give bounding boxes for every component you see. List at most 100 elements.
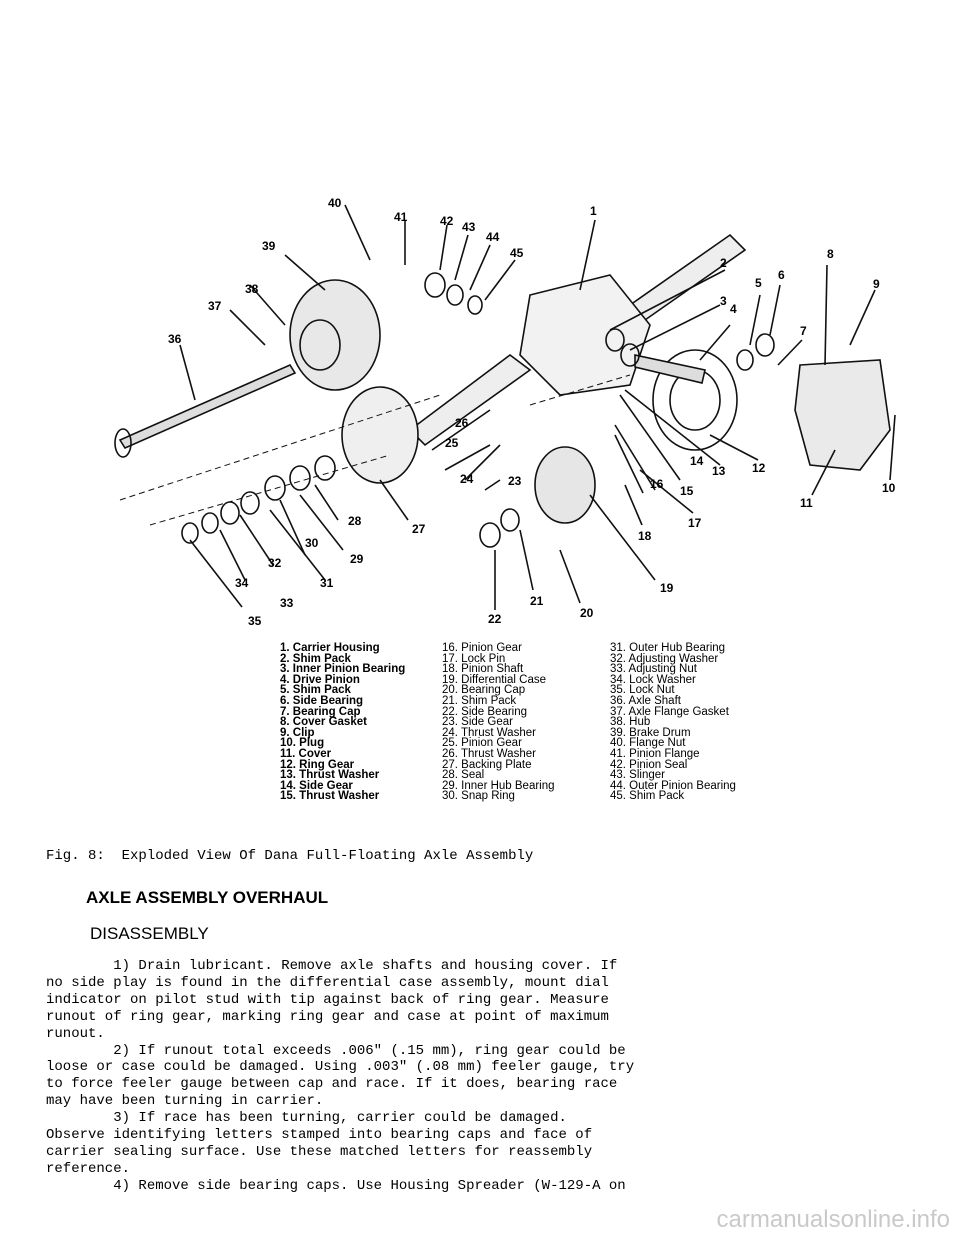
legend-item: 3. Inner Pinion Bearing (280, 663, 406, 676)
legend-item: 18. Pinion Shaft (442, 663, 524, 676)
callout-22: 22 (488, 612, 502, 626)
callout-30: 30 (305, 536, 319, 550)
callout-7: 7 (800, 324, 807, 338)
legend-item: 5. Shim Pack (280, 684, 351, 697)
legend-item: 24. Thrust Washer (442, 726, 536, 739)
legend-item: 25. Pinion Gear (442, 737, 522, 750)
callout-44: 44 (486, 230, 500, 244)
legend-column-1: 1. Carrier Housing 2. Shim Pack 3. Inner… (280, 642, 406, 803)
callout-34: 34 (235, 576, 249, 590)
callout-45: 45 (510, 246, 524, 260)
watermark: carmanualsonline.info (716, 1206, 950, 1233)
body-text: 1) Drain lubricant. Remove axle shafts a… (46, 958, 635, 1194)
callout-32: 32 (268, 556, 282, 570)
legend-item: 27. Backing Plate (442, 758, 532, 771)
legend-item: 15. Thrust Washer (280, 790, 380, 803)
figure-caption: Fig. 8: Exploded View Of Dana Full-Float… (46, 848, 534, 864)
callout-36: 36 (168, 332, 182, 346)
legend-item: 31. Outer Hub Bearing (610, 642, 726, 654)
section-heading: AXLE ASSEMBLY OVERHAUL (86, 888, 329, 907)
exploded-view-figure: 1 2 3 4 5 6 7 8 9 10 11 12 13 14 15 16 1… (90, 195, 910, 635)
legend-item: 28. Seal (442, 769, 485, 782)
legend-item: 44. Outer Pinion Bearing (610, 779, 736, 792)
callout-33: 33 (280, 596, 294, 610)
legend-item: 2. Shim Pack (280, 652, 351, 665)
legend-item: 17. Lock Pin (442, 652, 506, 665)
legend-item: 7. Bearing Cap (280, 705, 361, 718)
legend-item: 23. Side Gear (442, 716, 513, 729)
legend-item: 43. Slinger (610, 769, 665, 782)
callout-18: 18 (638, 529, 652, 543)
legend-item: 39. Brake Drum (610, 726, 691, 739)
callout-6: 6 (778, 268, 785, 282)
subsection-heading: DISASSEMBLY (90, 924, 209, 943)
callout-14: 14 (690, 454, 704, 468)
callout-1: 1 (590, 204, 597, 218)
legend-item: 26. Thrust Washer (442, 747, 536, 760)
callout-5: 5 (755, 276, 762, 290)
callout-16: 16 (650, 477, 664, 491)
legend-item: 14. Side Gear (280, 779, 353, 792)
legend-item: 10. Plug (280, 737, 325, 750)
callout-26: 26 (455, 416, 469, 430)
legend-item: 34. Lock Washer (610, 673, 696, 686)
callout-23: 23 (508, 474, 522, 488)
callout-42: 42 (440, 214, 454, 228)
legend-item: 45. Shim Pack (610, 790, 685, 803)
callout-11: 11 (800, 496, 813, 510)
callout-25: 25 (445, 436, 459, 450)
callout-19: 19 (660, 581, 674, 595)
legend-item: 30. Snap Ring (442, 790, 515, 803)
legend-item: 20. Bearing Cap (442, 684, 526, 697)
callout-39: 39 (262, 239, 276, 253)
legend-item: 11. Cover (280, 747, 332, 760)
callout-8: 8 (827, 247, 834, 261)
callout-40: 40 (328, 196, 342, 210)
legend-item: 6. Side Bearing (280, 694, 364, 707)
legend-column-3: 31. Outer Hub Bearing 32. Adjusting Wash… (610, 642, 736, 803)
legend-item: 8. Cover Gasket (280, 716, 367, 729)
callout-41: 41 (394, 210, 408, 224)
callout-9: 9 (873, 277, 880, 291)
legend-item: 13. Thrust Washer (280, 769, 380, 782)
legend-item: 19. Differential Case (442, 673, 546, 686)
legend-item: 22. Side Bearing (442, 705, 528, 718)
legend-item: 21. Shim Pack (442, 694, 517, 707)
callout-20: 20 (580, 606, 594, 620)
legend-item: 1. Carrier Housing (280, 642, 380, 654)
legend-item: 16. Pinion Gear (442, 642, 522, 654)
callout-21: 21 (530, 594, 544, 608)
legend-item: 36. Axle Shaft (610, 694, 681, 707)
callout-28: 28 (348, 514, 362, 528)
callout-12: 12 (752, 461, 766, 475)
legend-item: 12. Ring Gear (280, 758, 355, 771)
legend-item: 38. Hub (610, 716, 651, 729)
callout-4: 4 (730, 302, 737, 316)
legend-item: 35. Lock Nut (610, 684, 675, 697)
callout-2: 2 (720, 256, 727, 270)
callout-3: 3 (720, 294, 727, 308)
legend-item: 4. Drive Pinion (280, 673, 360, 686)
callout-10: 10 (882, 481, 896, 495)
axle-exploded-diagram: 1 2 3 4 5 6 7 8 9 10 11 12 13 14 15 16 1… (114, 196, 896, 628)
callout-38: 38 (245, 282, 259, 296)
legend-item: 42. Pinion Seal (610, 758, 688, 771)
callout-17: 17 (688, 516, 702, 530)
callout-35: 35 (248, 614, 262, 628)
legend-item: 37. Axle Flange Gasket (610, 705, 729, 718)
callout-37: 37 (208, 299, 222, 313)
legend-item: 40. Flange Nut (610, 737, 686, 750)
callout-31: 31 (320, 576, 334, 590)
legend-item: 29. Inner Hub Bearing (442, 779, 555, 792)
callout-15: 15 (680, 484, 694, 498)
legend-column-2: 16. Pinion Gear 17. Lock Pin 18. Pinion … (442, 642, 555, 803)
callout-27: 27 (412, 522, 426, 536)
callout-43: 43 (462, 220, 476, 234)
legend-item: 9. Clip (280, 726, 315, 739)
legend-item: 32. Adjusting Washer (610, 652, 719, 665)
callout-13: 13 (712, 464, 726, 478)
callout-29: 29 (350, 552, 364, 566)
legend-item: 41. Pinion Flange (610, 747, 700, 760)
legend-item: 33. Adjusting Nut (610, 663, 697, 676)
callout-24: 24 (460, 472, 474, 486)
